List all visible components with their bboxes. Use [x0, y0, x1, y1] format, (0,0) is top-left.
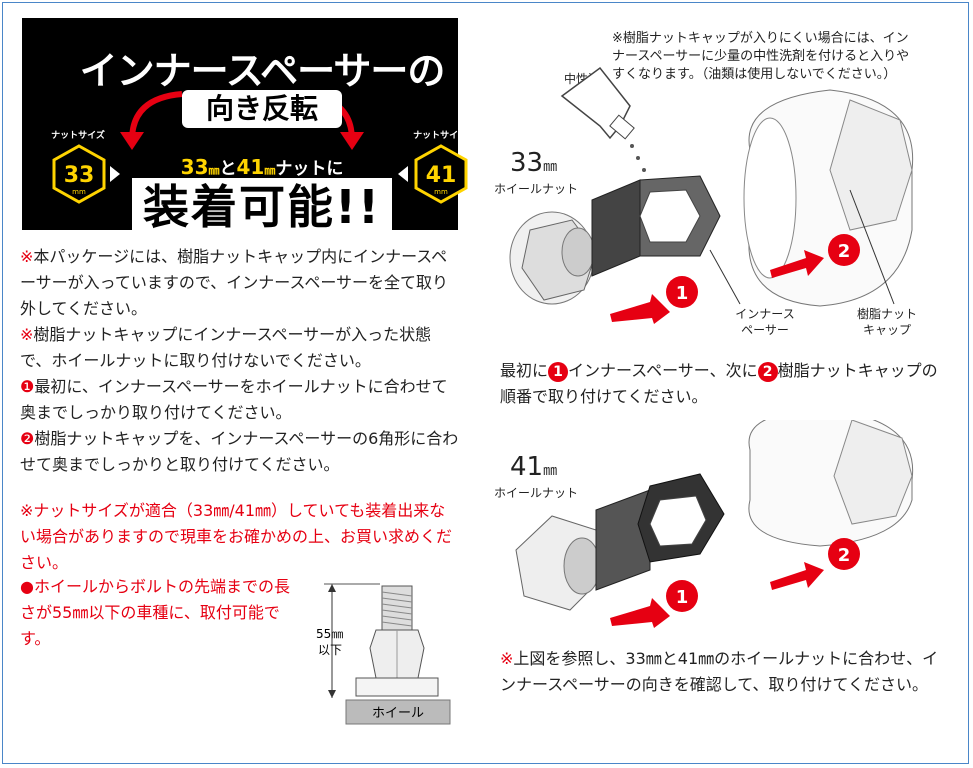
- label-41mm: 41㎜: [510, 452, 558, 482]
- fit-line: 33㎜と41㎜ナットに: [180, 155, 344, 179]
- inner-spacer-41: [595, 473, 725, 591]
- detergent-bottle-icon: [560, 66, 646, 172]
- bolt-dimension: 55㎜: [316, 627, 343, 641]
- nut-size-label-left: ナットサイズ: [51, 131, 105, 141]
- label-wheel-nut-33: ホイールナット: [494, 182, 579, 196]
- size-right-value: 41: [426, 163, 457, 188]
- arrow-step-1-41: 1: [610, 580, 698, 628]
- banner-title: インナースペーサーの: [79, 49, 446, 93]
- svg-text:mm: mm: [434, 188, 448, 196]
- arrow-left-icon: [398, 166, 408, 182]
- instruction-step-2: ❷樹脂ナットキャップを、インナースペーサーの6角形に合わせて奥までしっかりと取り…: [20, 429, 459, 474]
- mountable-headline: 装着可能!!: [132, 178, 392, 236]
- label-resin-cap: 樹脂ナットキャップ: [856, 307, 917, 337]
- svg-text:1: 1: [676, 587, 689, 608]
- label-inner-spacer: インナースペーサー: [735, 307, 795, 337]
- detergent-tip: ※樹脂ナットキャップが入りにくい場合には、インナースペーサーに少量の中性洗剤を付…: [612, 31, 910, 82]
- arrow-step-2: 2: [770, 234, 860, 278]
- arrow-right-icon: [110, 166, 120, 182]
- label-wheel-nut-41: ホイールナット: [494, 486, 579, 500]
- size-left-value: 33: [64, 163, 95, 188]
- banner-subtitle: 向き反転: [182, 90, 342, 128]
- svg-text:2: 2: [838, 241, 851, 262]
- resin-nut-cap-41: [748, 420, 914, 547]
- instruction-1: ※本パッケージには、樹脂ナットキャップ内にインナースペーサーが入っていますので、…: [20, 247, 449, 318]
- label-33mm: 33㎜: [510, 148, 558, 178]
- diagram-33mm: 1 2: [509, 89, 914, 324]
- svg-text:2: 2: [838, 545, 851, 566]
- wheel-nut-33: [509, 211, 597, 305]
- wheel-label: ホイール: [372, 706, 424, 721]
- nut-size-label-right: ナットサイズ: [413, 131, 467, 141]
- svg-text:1: 1: [676, 283, 689, 304]
- arrow-step-2-41: 2: [770, 538, 860, 590]
- inner-spacer-33: [591, 175, 721, 277]
- arrow-step-1: 1: [610, 276, 698, 324]
- size-warning: ※ナットサイズが適合（33㎜/41㎜）していても装着出来ない場合がありますので現…: [20, 501, 453, 572]
- bolt-length-note: ●ホイールからボルトの先端までの長さが55㎜以下の車種に、取付可能です。: [20, 577, 290, 648]
- instruction-2: ※樹脂ナットキャップにインナースペーサーが入った状態で、ホイールナットに取り付け…: [20, 325, 432, 370]
- wheel-nut-41: [515, 515, 605, 611]
- resin-nut-cap-33: [743, 89, 914, 307]
- svg-text:以下: 以下: [318, 643, 342, 657]
- hex-size-badge-left: 33 mm: [52, 144, 106, 204]
- bolt-length-diagram: 55㎜ 以下 ホイール: [316, 583, 451, 725]
- hex-size-badge-right: 41 mm: [414, 144, 468, 204]
- svg-text:mm: mm: [72, 188, 86, 196]
- reference-note: ※上図を参照し、33㎜と41㎜のホイールナットに合わせ、インナースペーサーの向き…: [500, 649, 939, 694]
- header-banner: インナースペーサーの 向き反転 ナットサイズ ナットサイズ 33 mm 41 m…: [22, 18, 468, 236]
- instruction-step-1: ❶最初に、インナースペーサーをホイールナットに合わせて奥までしっかり取り付けてく…: [20, 377, 448, 422]
- diagram-41mm: 1 2: [515, 420, 914, 628]
